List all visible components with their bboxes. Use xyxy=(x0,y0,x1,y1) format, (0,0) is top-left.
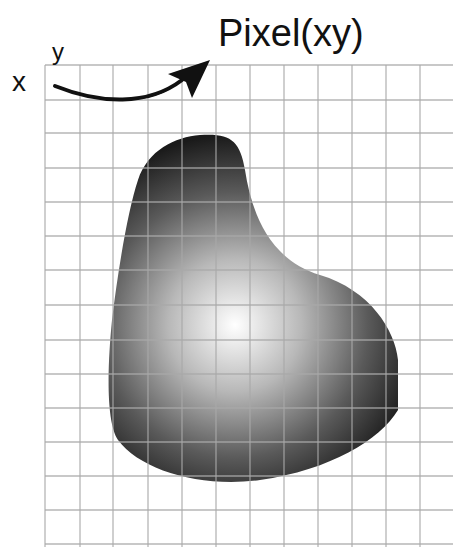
pixel-grid xyxy=(45,65,453,547)
curved-arrow xyxy=(55,60,210,100)
axis-label: y xyxy=(52,40,64,64)
axis-label: x xyxy=(12,68,26,96)
callout-text: Pixel(xy) xyxy=(218,14,364,52)
gradient-blob xyxy=(109,135,398,482)
